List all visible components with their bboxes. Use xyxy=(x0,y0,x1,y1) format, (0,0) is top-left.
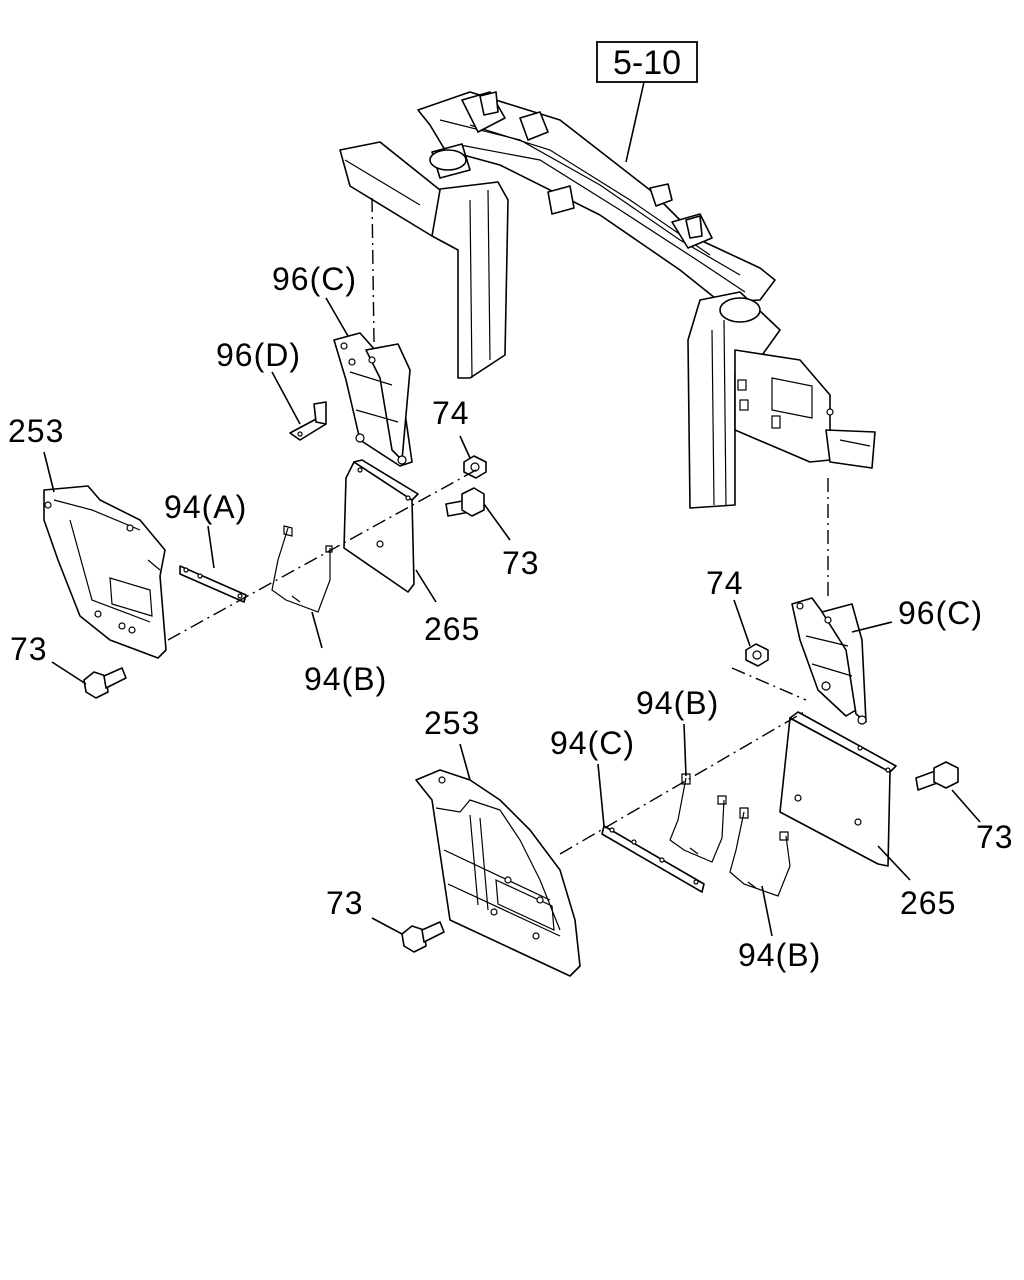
label-96c-right: 96(C) xyxy=(898,595,983,631)
flap-265-right xyxy=(779,711,897,867)
leader-lines xyxy=(43,297,981,937)
flap-265-left xyxy=(343,459,419,593)
label-94c: 94(C) xyxy=(550,725,635,761)
strip-94c xyxy=(601,825,705,893)
alignment-line-lower xyxy=(559,711,805,855)
label-265-left: 265 xyxy=(424,611,480,647)
labels: 96(C) 96(D) 253 94(A) 74 73 265 94(B) 73… xyxy=(8,261,1014,973)
label-253-lower: 253 xyxy=(424,705,480,741)
reference-box xyxy=(596,41,698,83)
bracket-96c-upper xyxy=(333,332,413,467)
label-73-lower: 73 xyxy=(326,885,364,921)
clip-94b-right-upper xyxy=(669,773,727,863)
label-94b-left: 94(B) xyxy=(304,661,387,697)
label-94b-right-lower: 94(B) xyxy=(738,937,821,973)
label-94b-right-upper: 94(B) xyxy=(636,685,719,721)
label-253-left: 253 xyxy=(8,413,64,449)
clip-94b-left xyxy=(271,525,333,613)
alignment-line-left xyxy=(167,469,477,641)
label-96c-upper: 96(C) xyxy=(272,261,357,297)
clip-94b-right-lower xyxy=(729,807,791,897)
reference-callout: 5-10 xyxy=(596,41,698,163)
alignment-line-upper xyxy=(371,197,375,343)
label-73-left: 73 xyxy=(10,631,48,667)
bolt-73-right xyxy=(915,761,959,791)
cover-253-lower xyxy=(415,769,581,977)
bolt-73-lower xyxy=(401,921,445,953)
strip-94a xyxy=(179,565,247,603)
label-265-right: 265 xyxy=(900,885,956,921)
label-73-upper: 73 xyxy=(502,545,540,581)
nut-74-right xyxy=(745,643,769,667)
bolt-73-upper xyxy=(445,487,485,517)
reference-label: 5-10 xyxy=(613,44,681,82)
label-96d: 96(D) xyxy=(216,337,301,373)
bolt-73-left xyxy=(83,667,127,699)
label-74-upper: 74 xyxy=(432,395,470,431)
frame-assembly xyxy=(339,91,876,509)
alignment-line-nut xyxy=(731,667,807,701)
label-94a: 94(A) xyxy=(164,489,247,525)
bracket-96c-right xyxy=(791,597,867,725)
label-73-right: 73 xyxy=(976,819,1014,855)
label-74-right: 74 xyxy=(706,565,744,601)
bracket-96d xyxy=(289,401,327,441)
cover-253-left xyxy=(43,485,167,659)
